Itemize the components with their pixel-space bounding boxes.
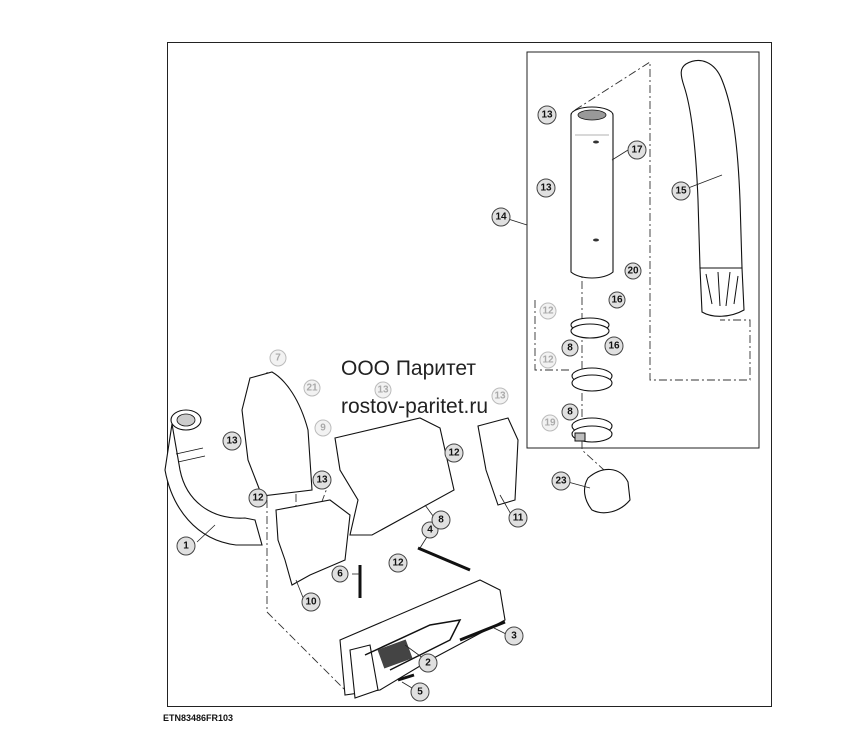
callout-17: 17 xyxy=(627,140,647,160)
intake-pipe xyxy=(164,409,263,546)
callout-13-center: 13 xyxy=(312,470,332,490)
svg-text:13: 13 xyxy=(541,110,553,121)
svg-text:10: 10 xyxy=(305,597,317,608)
svg-text:2: 2 xyxy=(425,658,431,669)
callout-14: 14 xyxy=(491,207,511,227)
svg-text:13: 13 xyxy=(540,183,552,194)
svg-text:13: 13 xyxy=(494,391,506,402)
callout-11: 11 xyxy=(508,508,528,528)
callout-13-left: 13 xyxy=(222,431,242,451)
svg-text:8: 8 xyxy=(567,407,573,418)
svg-text:6: 6 xyxy=(337,569,343,580)
side-panel xyxy=(477,417,519,506)
callout-19: 19 xyxy=(541,414,559,432)
callout-12-inset-b: 12 xyxy=(539,351,557,369)
svg-text:16: 16 xyxy=(611,295,623,306)
watermark-url: rostov-paritet.ru xyxy=(341,395,489,418)
svg-text:12: 12 xyxy=(392,558,404,569)
callout-8-lower: 8 xyxy=(431,510,451,530)
watermark-company: ООО Паритет xyxy=(341,357,477,380)
bracket-panel xyxy=(275,499,351,586)
svg-text:13: 13 xyxy=(316,475,328,486)
elbow-pipe xyxy=(583,468,631,514)
callout-21: 21 xyxy=(303,379,321,397)
svg-text:21: 21 xyxy=(306,383,318,394)
callout-12-inset-a: 12 xyxy=(539,302,557,320)
callout-16-upper: 16 xyxy=(608,291,626,309)
svg-text:8: 8 xyxy=(567,343,573,354)
svg-text:9: 9 xyxy=(320,423,326,434)
svg-text:15: 15 xyxy=(675,186,687,197)
callout-12-mid: 12 xyxy=(388,553,408,573)
svg-text:12: 12 xyxy=(448,448,460,459)
svg-text:3: 3 xyxy=(511,631,517,642)
assembly-lines xyxy=(266,61,751,691)
callout-8-middle: 8 xyxy=(561,403,579,421)
callout-20: 20 xyxy=(624,262,642,280)
callout-9: 9 xyxy=(314,419,332,437)
callout-13-upper: 13 xyxy=(374,381,392,399)
callout-12-left: 12 xyxy=(248,488,268,508)
upper-shield xyxy=(241,371,313,497)
svg-text:1: 1 xyxy=(183,541,189,552)
inset-box xyxy=(526,51,760,449)
svg-text:17: 17 xyxy=(631,145,643,156)
muffler xyxy=(570,106,614,279)
callout-12-right: 12 xyxy=(444,443,464,463)
svg-text:8: 8 xyxy=(438,515,444,526)
svg-text:20: 20 xyxy=(627,266,639,277)
svg-text:13: 13 xyxy=(377,385,389,396)
exhaust-stack xyxy=(680,60,745,317)
callout-2: 2 xyxy=(418,653,438,673)
svg-text:13: 13 xyxy=(226,436,238,447)
callout-5: 5 xyxy=(410,682,430,702)
callout-8-upper: 8 xyxy=(561,339,579,357)
svg-text:5: 5 xyxy=(417,687,423,698)
callout-13-right: 13 xyxy=(491,387,509,405)
figure-code: ETN83486FR103 xyxy=(163,713,234,723)
svg-text:14: 14 xyxy=(495,212,507,223)
svg-text:11: 11 xyxy=(513,513,524,524)
bolts xyxy=(358,546,506,682)
svg-text:7: 7 xyxy=(275,353,281,364)
svg-text:12: 12 xyxy=(542,306,554,317)
callout-6: 6 xyxy=(331,565,349,583)
callout-23: 23 xyxy=(551,471,571,491)
callout-10: 10 xyxy=(301,592,321,612)
callout-3: 3 xyxy=(504,626,524,646)
long-shield xyxy=(334,417,455,536)
drawing-frame xyxy=(167,42,772,707)
callout-15: 15 xyxy=(671,181,691,201)
svg-text:16: 16 xyxy=(608,341,620,352)
svg-text:12: 12 xyxy=(252,493,264,504)
svg-text:23: 23 xyxy=(555,476,567,487)
clamps xyxy=(570,317,613,443)
callout-13-inset-mid: 13 xyxy=(536,178,556,198)
callout-7: 7 xyxy=(269,349,287,367)
mounting-frame xyxy=(339,579,506,699)
callout-16-lower: 16 xyxy=(604,336,624,356)
callout-13-inset-top: 13 xyxy=(537,105,557,125)
callout-1: 1 xyxy=(176,536,196,556)
svg-text:19: 19 xyxy=(544,418,556,429)
svg-text:4: 4 xyxy=(427,525,433,536)
svg-text:12: 12 xyxy=(542,355,554,366)
